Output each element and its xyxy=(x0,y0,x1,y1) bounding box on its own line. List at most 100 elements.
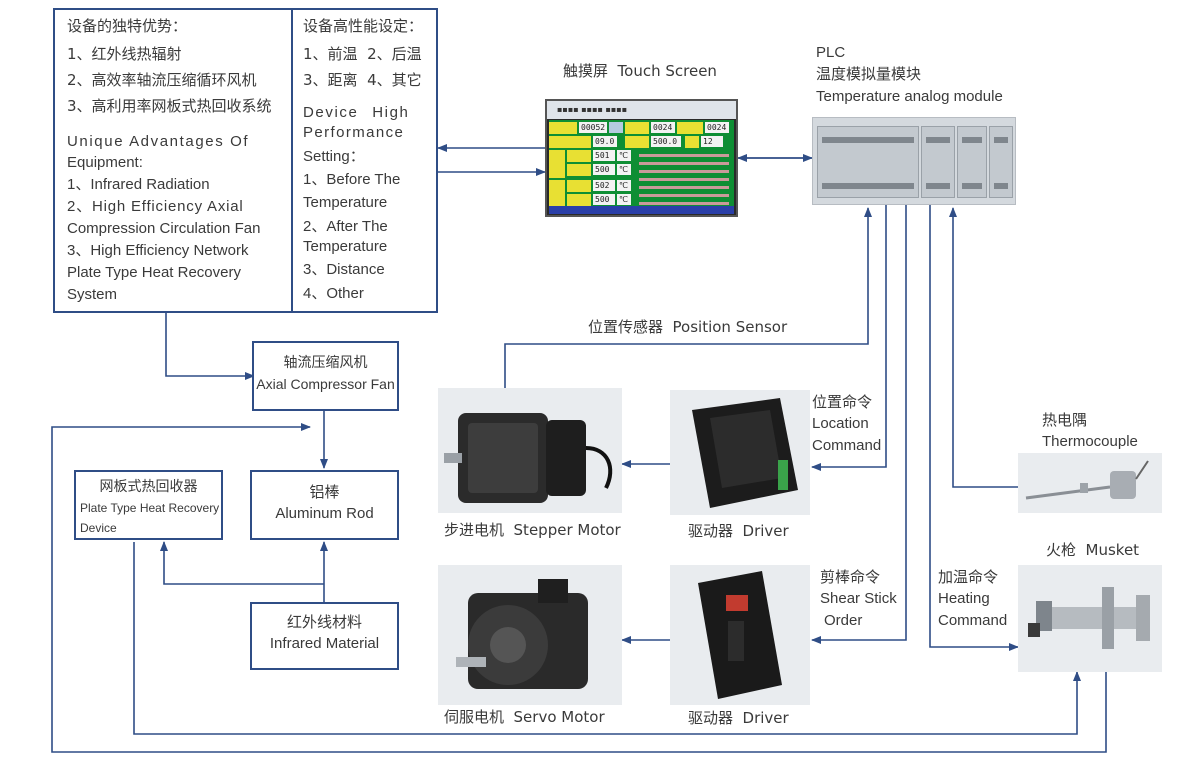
stepper-motor-label: 步进电机 Stepper Motor xyxy=(444,521,621,539)
infrared-material-en: Infrared Material xyxy=(269,635,380,652)
heat-recovery-cn: 网板式热回收器 xyxy=(99,479,198,495)
location-command-arrow xyxy=(811,205,887,471)
heating-command-en-2: Command xyxy=(938,612,1008,629)
infrared-material-box xyxy=(250,602,399,670)
advantage-item-cn-1: 1、红外线热辐射 xyxy=(67,45,182,63)
settings-en-7: Temperature xyxy=(303,238,388,255)
stepper-driver-icon xyxy=(692,398,798,508)
shear-order-en-2: Order xyxy=(824,612,863,629)
ts-label xyxy=(625,122,649,134)
plc-subtitle-en: Temperature analog module xyxy=(816,88,1003,105)
location-command-en-2: Command xyxy=(812,437,882,454)
ts-label xyxy=(567,150,591,162)
ts-unit-3: ℃ xyxy=(617,180,631,191)
ts-label xyxy=(625,136,649,148)
touch-screen-label: 触摸屏 Touch Screen xyxy=(563,62,717,80)
driver-top-image xyxy=(670,390,810,515)
ts-value-8: 500 xyxy=(593,164,615,175)
thermocouple-en: Thermocouple xyxy=(1042,433,1138,450)
heat-recovery-en-2: Device xyxy=(80,521,117,535)
plc-title: PLC xyxy=(816,44,846,61)
advantages-title-en-1: Unique Advantages Of xyxy=(67,133,250,150)
settings-en-8: 3、Distance xyxy=(303,261,385,278)
ts-label xyxy=(549,122,577,134)
location-command-en-1: Location xyxy=(812,415,869,432)
settings-en-3: Setting： xyxy=(303,148,365,165)
advantage-item-en-5: Plate Type Heat Recovery xyxy=(67,264,241,281)
ts-value-2: 0024 xyxy=(651,122,675,133)
thermocouple-icon xyxy=(1025,460,1149,500)
settings-en-2: Performance xyxy=(303,124,405,141)
recovery-to-musket-arrow xyxy=(133,542,1081,735)
stepper-motor-image xyxy=(438,388,622,513)
aluminum-rod-en: Aluminum Rod xyxy=(275,505,374,522)
ts-value-5: 500.0 xyxy=(651,136,681,147)
driver-top-label: 驱动器 Driver xyxy=(688,522,789,540)
settings-en-4: 1、Before The xyxy=(303,171,401,188)
settings-en-5: Temperature xyxy=(303,194,388,211)
leftbox-to-fan-arrow xyxy=(165,313,255,380)
ts-label xyxy=(685,136,699,148)
settings-title-cn: 设备高性能设定： xyxy=(303,17,424,35)
musket-image xyxy=(1018,565,1162,672)
plc-module xyxy=(817,126,919,198)
infrared-material-cn: 红外线材料 xyxy=(286,613,362,631)
touch-screen-image: ▪▪▪▪ ▪▪▪▪ ▪▪▪▪ 00052 0024 0024 09.0 500.… xyxy=(545,99,738,217)
settings-row1-cn: 1、前温 2、后温 xyxy=(303,45,422,63)
ts-bar xyxy=(639,186,729,189)
ts-bar xyxy=(639,154,729,157)
thermocouple-image xyxy=(1018,453,1162,513)
settings-row2-cn: 3、距离 4、其它 xyxy=(303,71,422,89)
to-recovery-arrow xyxy=(160,541,324,585)
ts-value-3: 0024 xyxy=(705,122,729,133)
plc-module xyxy=(989,126,1013,198)
position-sensor-arrow xyxy=(504,207,872,388)
settings-en-9: 4、Other xyxy=(303,285,364,302)
ts-value-10: 500 xyxy=(593,194,615,205)
advantage-item-cn-2: 2、高效率轴流压缩循环风机 xyxy=(67,71,257,89)
ts-bar xyxy=(639,202,729,205)
ts-label xyxy=(549,136,591,148)
touch-screen-header: ▪▪▪▪ ▪▪▪▪ ▪▪▪▪ xyxy=(547,101,736,119)
thermocouple-cn: 热电隅 xyxy=(1042,411,1088,429)
location-command-cn: 位置命令 xyxy=(812,393,873,411)
servo-driver-icon xyxy=(698,571,782,699)
ts-value-7: 501 xyxy=(593,150,615,161)
heat-recovery-en-1: Plate Type Heat Recovery xyxy=(80,501,220,515)
musket-label: 火枪 Musket xyxy=(1046,541,1140,559)
ts-block xyxy=(609,122,623,133)
advantage-item-en-2: 2、High Efficiency Axial xyxy=(67,198,244,215)
advantage-item-cn-3: 3、高利用率网板式热回收系统 xyxy=(67,97,272,115)
ts-bar xyxy=(639,178,729,181)
axial-fan-cn: 轴流压缩风机 xyxy=(283,355,368,371)
touch-screen-footer xyxy=(549,206,734,214)
servo-motor-icon xyxy=(456,579,588,689)
thermocouple-arrow xyxy=(949,207,1018,488)
shear-order-cn: 剪棒命令 xyxy=(820,568,881,586)
ts-unit-1: ℃ xyxy=(617,150,631,161)
advantage-item-en-3: Compression Circulation Fan xyxy=(67,220,261,237)
heat-recovery-box xyxy=(74,470,223,540)
servo-motor-label: 伺服电机 Servo Motor xyxy=(444,708,605,726)
ts-value-6: 12 xyxy=(701,136,723,147)
heating-command-arrow xyxy=(929,205,1019,651)
ts-bar xyxy=(639,162,729,165)
ts-label xyxy=(567,194,591,206)
ts-value-1: 00052 xyxy=(579,122,607,133)
ts-value-9: 502 xyxy=(593,180,615,191)
ts-value-4: 09.0 xyxy=(593,136,617,147)
heating-command-en-1: Heating xyxy=(938,590,990,607)
servo-motor-image xyxy=(438,565,622,705)
advantages-box xyxy=(53,8,293,313)
ts-label xyxy=(677,122,703,134)
shear-order-en-1: Shear Stick xyxy=(820,590,897,607)
aluminum-rod-box xyxy=(250,470,399,540)
settings-en-6: 2、After The xyxy=(303,218,388,235)
advantage-item-en-4: 3、High Efficiency Network xyxy=(67,242,249,259)
ts-label xyxy=(567,180,591,192)
plc-module xyxy=(921,126,955,198)
settings-box xyxy=(291,8,438,313)
advantages-title-en-2: Equipment: xyxy=(67,154,143,171)
ts-label xyxy=(567,164,591,176)
